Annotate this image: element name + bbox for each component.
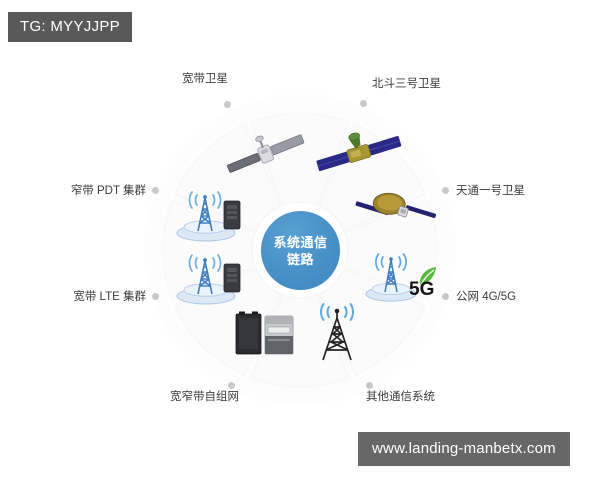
satellite-grey-icon xyxy=(224,122,308,188)
segment-broadband-satellite[interactable] xyxy=(250,112,350,206)
dot-beidou-3-satellite xyxy=(360,100,367,107)
tg-watermark-badge: TG: MYYJJPP xyxy=(8,12,132,42)
dot-adhoc-network xyxy=(228,382,235,389)
site-watermark-badge: www.landing-manbetx.com xyxy=(358,432,570,466)
dot-broadband-satellite xyxy=(224,101,231,108)
label-public-network-4g-5g: 公网 4G/5G xyxy=(456,291,517,303)
dot-broadband-lte-cluster xyxy=(152,293,159,300)
satellite-navy-icon xyxy=(313,120,405,188)
hub-circle[interactable]: 系统通信 链路 xyxy=(261,211,340,290)
label-tiantong-1-satellite: 天通一号卫星 xyxy=(456,185,525,197)
tower-blue-server-icon-lte xyxy=(172,248,250,310)
icon-text-5g: 5G xyxy=(409,279,434,300)
label-beidou-3-satellite: 北斗三号卫星 xyxy=(372,78,441,90)
label-adhoc-network: 宽窄带自组网 xyxy=(170,391,239,403)
label-broadband-lte-cluster: 宽带 LTE 集群 xyxy=(73,291,146,303)
satellite-gold-dish-icon xyxy=(355,180,437,238)
dot-other-communication-systems xyxy=(366,382,373,389)
segment-narrowband-pdt-cluster[interactable] xyxy=(174,124,281,231)
label-broadband-satellite: 宽带卫星 xyxy=(182,73,228,85)
label-narrowband-pdt-cluster: 窄带 PDT 集群 xyxy=(70,185,146,197)
hub-label-line1: 系统通信 xyxy=(273,234,328,250)
dot-narrowband-pdt-cluster xyxy=(152,187,159,194)
equipment-boxes-icon xyxy=(234,308,296,358)
tower-blue-server-icon-pdt xyxy=(172,185,250,247)
dot-tiantong-1-satellite xyxy=(442,187,449,194)
tower-5g-leaf-icon: 5G xyxy=(364,247,440,309)
hub-label-line2: 链路 xyxy=(286,251,314,267)
segment-tiantong-1-satellite[interactable] xyxy=(344,200,438,300)
tower-dark-icon xyxy=(307,302,367,366)
dot-public-network-4g-5g xyxy=(442,293,449,300)
label-other-communication-systems: 其他通信系统 xyxy=(366,391,435,403)
